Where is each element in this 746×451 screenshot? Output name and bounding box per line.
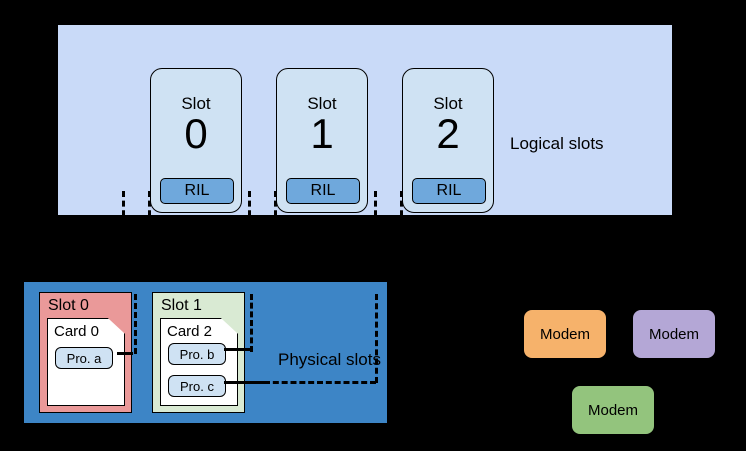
pro-c-connector-stub	[224, 381, 264, 384]
logical-slots-panel: Slot 0 RIL Slot 1 RIL Slot 2 RIL Logical…	[58, 25, 672, 215]
modem-0[interactable]: Modem	[524, 310, 606, 358]
physical-right-dashed-line	[375, 294, 378, 383]
ril-box-2[interactable]: RIL	[412, 178, 486, 204]
logical-slots-label: Logical slots	[510, 134, 604, 153]
ril-box-0[interactable]: RIL	[160, 178, 234, 204]
ril-0-connector-right	[148, 191, 151, 245]
physical-slots-label: Physical slots	[278, 350, 381, 369]
sim-card-0[interactable]: Card 0 Pro. a	[47, 318, 125, 406]
ril-0-connector-left	[122, 191, 125, 245]
ril-2-connector-right	[400, 191, 403, 245]
logical-slot-0[interactable]: Slot 0 RIL	[150, 68, 242, 213]
pro-a-connector-stub	[117, 352, 133, 355]
profile-pro-b[interactable]: Pro. b	[168, 343, 226, 365]
modem-2[interactable]: Modem	[572, 386, 654, 434]
logical-slot-0-word: Slot	[181, 94, 211, 113]
sim-card-2[interactable]: Card 2 Pro. b Pro. c	[160, 318, 238, 406]
profile-pro-a[interactable]: Pro. a	[55, 347, 113, 369]
pro-b-dashed-line	[250, 294, 253, 352]
ril-box-1[interactable]: RIL	[286, 178, 360, 204]
sim-card-2-title: Card 2	[167, 323, 213, 340]
physical-slot-0[interactable]: Slot 0 Card 0 Pro. a	[39, 292, 132, 413]
logical-slot-2[interactable]: Slot 2 RIL	[402, 68, 494, 213]
logical-slot-2-number: 2	[436, 110, 460, 157]
profile-pro-c[interactable]: Pro. c	[168, 375, 226, 397]
pro-b-connector-stub	[224, 348, 250, 351]
sim-card-0-title: Card 0	[54, 323, 100, 340]
pro-c-dashed-line	[264, 381, 376, 384]
logical-slot-2-word: Slot	[433, 94, 463, 113]
logical-slot-1-word: Slot	[307, 94, 337, 113]
physical-slot-1[interactable]: Slot 1 Card 2 Pro. b Pro. c	[152, 292, 245, 413]
logical-slot-1-number: 1	[310, 110, 334, 157]
logical-slot-1[interactable]: Slot 1 RIL	[276, 68, 368, 213]
logical-slot-0-number: 0	[184, 110, 208, 157]
physical-slot-0-title: Slot 0	[48, 297, 89, 314]
ril-2-connector-left	[374, 191, 377, 245]
physical-slots-panel: Slot 0 Card 0 Pro. a Slot 1 Card 2 Pro. …	[24, 282, 387, 423]
pro-a-dashed-line	[134, 294, 137, 354]
physical-slot-1-title: Slot 1	[161, 297, 202, 314]
ril-1-connector-right	[274, 191, 277, 245]
modem-1[interactable]: Modem	[633, 310, 715, 358]
ril-1-connector-left	[248, 191, 251, 245]
